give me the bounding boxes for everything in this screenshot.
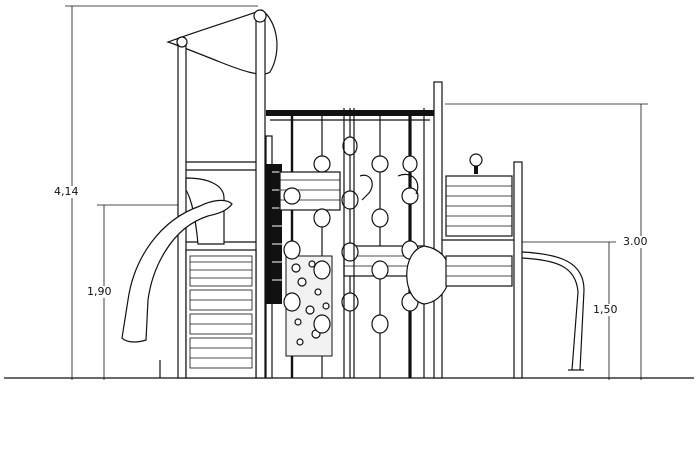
tower-post-right [255, 13, 266, 379]
left-deck-planks [189, 255, 253, 369]
right-tower-post-right [513, 161, 523, 379]
label-roof-right: 3.00 [622, 235, 649, 248]
right-tower-post-left [433, 81, 443, 379]
tower-post-left [177, 39, 187, 379]
label-deck-left: 1,90 [86, 285, 113, 298]
climbing-holds [291, 260, 330, 346]
label-deck-right: 1,50 [592, 303, 619, 316]
round-panel [406, 245, 451, 305]
label-overall-height: 4,14 [53, 185, 80, 198]
steering-wheel-icon [469, 153, 483, 174]
roof-canopy [166, 9, 278, 75]
right-upper-planks [446, 185, 512, 227]
right-lower-panel [445, 255, 513, 287]
ladder [265, 135, 282, 379]
pole-slide [521, 251, 585, 371]
